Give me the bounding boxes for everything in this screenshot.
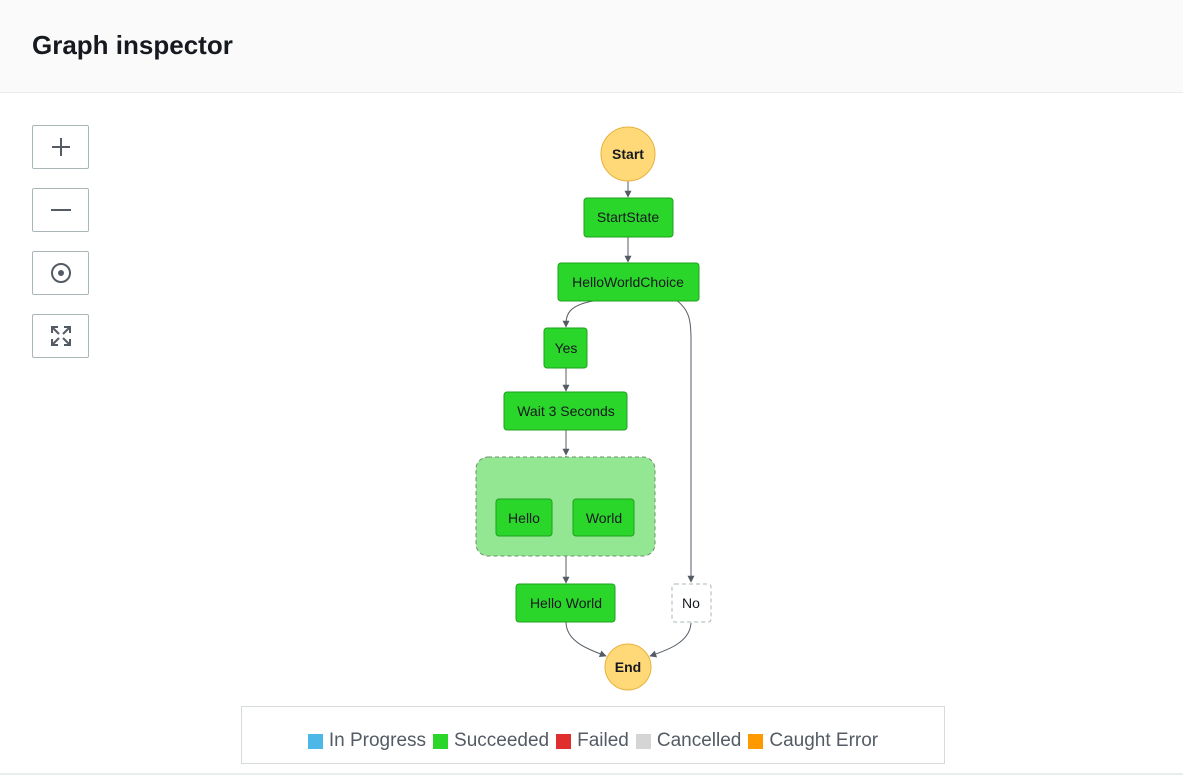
no-node-label: No [682, 595, 700, 611]
expand-arrows-icon [50, 326, 71, 346]
yes-node[interactable]: Yes [543, 327, 588, 369]
helloworldchoice-node[interactable]: HelloWorldChoice [557, 262, 700, 302]
hello-node-label: Hello [508, 510, 540, 526]
start-node-label: Start [612, 146, 644, 162]
end-node[interactable]: End [604, 643, 652, 691]
startstate-node[interactable]: StartState [583, 197, 674, 238]
failed-swatch [556, 733, 572, 749]
bottom-divider [0, 773, 1183, 775]
edge-choice-no [675, 299, 695, 583]
wait-3-seconds-node-label: Wait 3 Seconds [517, 403, 615, 419]
legend-item-failed: Failed [556, 730, 629, 752]
plus-icon [51, 138, 70, 156]
legend-label: Succeeded [454, 730, 550, 751]
startstate-node-label: StartState [597, 209, 659, 225]
legend-item-cancelled: Cancelled [635, 730, 742, 752]
no-node[interactable]: No [671, 583, 712, 623]
page-title: Graph inspector [32, 30, 233, 60]
wait-3-seconds-node[interactable]: Wait 3 Seconds [503, 391, 628, 431]
legend-item-caught-error: Caught Error [748, 730, 878, 752]
end-node-label: End [615, 659, 641, 675]
zoom-in-button[interactable] [32, 125, 89, 169]
legend-label: In Progress [328, 730, 427, 751]
target-icon [50, 263, 71, 283]
yes-node-label: Yes [555, 340, 578, 356]
legend-item-in-progress: In Progress [307, 730, 427, 752]
world-node-label: World [586, 510, 622, 526]
legend-item-succeeded: Succeeded [433, 730, 549, 752]
hello-node[interactable]: Hello [495, 498, 553, 537]
legend-label: Failed [577, 730, 629, 751]
zoom-out-button[interactable] [32, 188, 89, 232]
fit-screen-button[interactable] [32, 314, 89, 358]
center-button[interactable] [32, 251, 89, 295]
legend-label: Caught Error [769, 730, 879, 751]
caught-error-swatch [748, 733, 764, 749]
helloworldchoice-node-label: HelloWorldChoice [572, 274, 684, 290]
hello-world-node[interactable]: Hello World [515, 583, 616, 623]
succeeded-swatch [433, 733, 449, 749]
minus-icon [50, 209, 71, 211]
edge-choice-yes [562, 299, 601, 328]
world-node[interactable]: World [572, 498, 635, 537]
hello-world-node-label: Hello World [530, 595, 602, 611]
edge-no-end [649, 622, 692, 658]
start-node[interactable]: Start [600, 126, 656, 182]
legend-label: Cancelled [656, 730, 742, 751]
in-progress-swatch [307, 733, 323, 749]
cancelled-swatch [635, 733, 651, 749]
edge-helloworld-end [565, 621, 607, 658]
status-legend: In Progress Succeeded Failed Cancelled C… [241, 706, 945, 764]
page-header: Graph inspector [0, 0, 1183, 93]
